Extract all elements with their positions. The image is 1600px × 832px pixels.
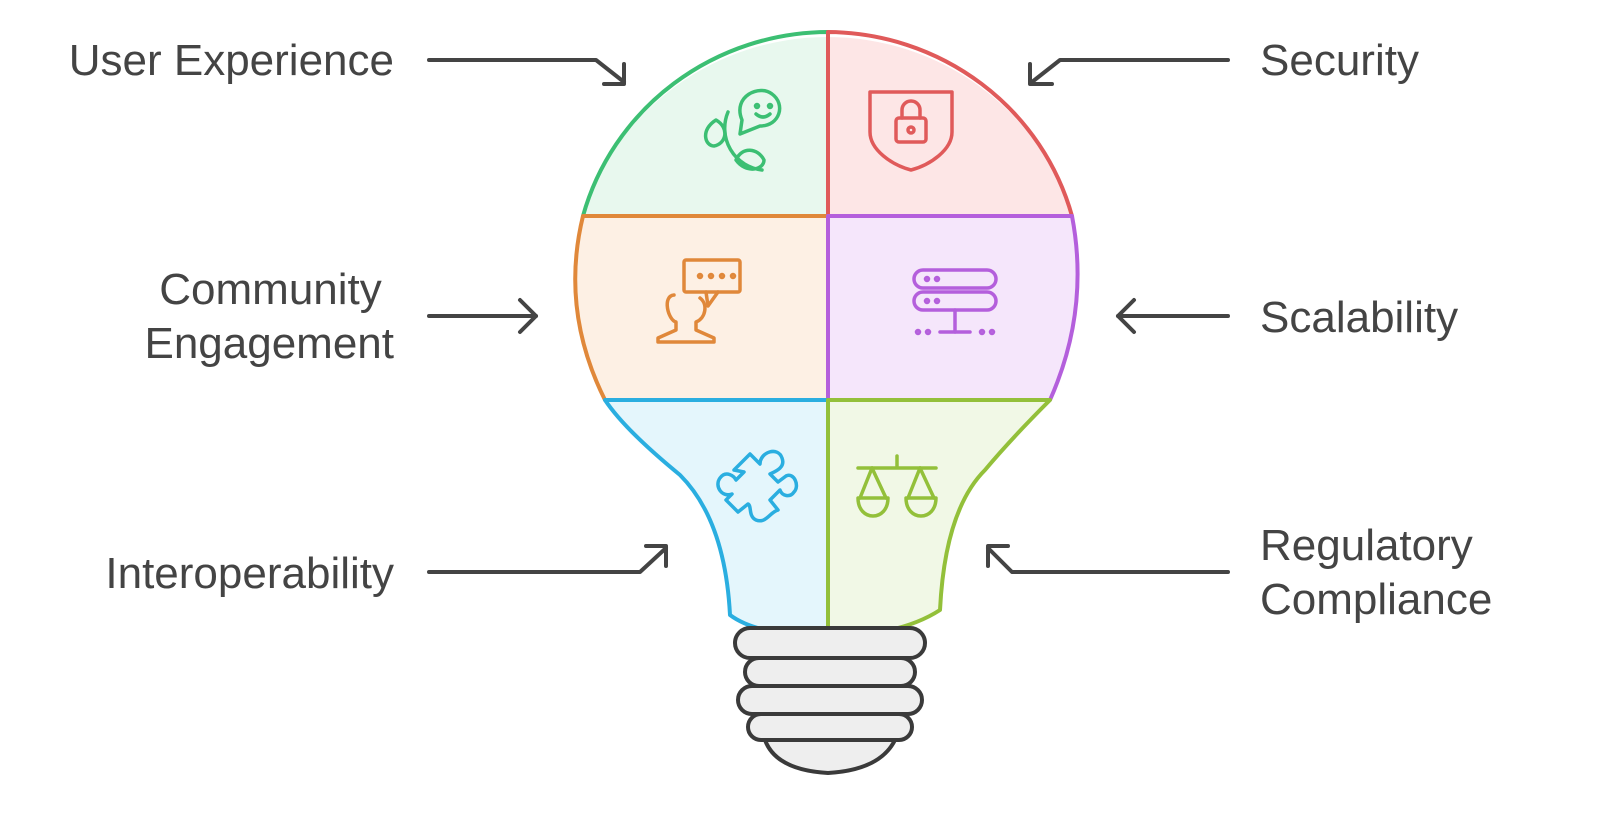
user-experience-arrow (427, 58, 626, 86)
security-label: Security (1260, 36, 1419, 85)
user-experience-label: User Experience (69, 36, 394, 85)
security-arrow (1028, 58, 1230, 86)
scales-icon (856, 454, 938, 518)
user-speech-icon (656, 258, 742, 344)
server-icon (912, 268, 998, 336)
user-experience-outline (581, 30, 830, 218)
security-outline (826, 30, 1074, 218)
interoperability-arrow (427, 544, 668, 574)
globe-chat-icon (703, 88, 782, 172)
user-experience-section (575, 37, 828, 216)
community-engagement-label: Community Engagement (144, 265, 394, 368)
shield-lock-icon (868, 90, 954, 172)
scalability-arrow (1116, 298, 1230, 334)
regulatory-compliance-arrow (986, 544, 1230, 574)
regulatory-compliance-section (828, 400, 1078, 636)
bulb-base (733, 626, 927, 775)
community-engagement-arrow (427, 298, 538, 334)
community-engagement-section (575, 216, 828, 400)
interoperability-section (575, 400, 828, 636)
scalability-section (828, 216, 1078, 400)
interoperability-label: Interoperability (105, 549, 394, 598)
scalability-label: Scalability (1260, 293, 1458, 342)
regulatory-compliance-label: Regulatory Compliance (1260, 521, 1492, 624)
puzzle-piece-icon (716, 449, 799, 523)
